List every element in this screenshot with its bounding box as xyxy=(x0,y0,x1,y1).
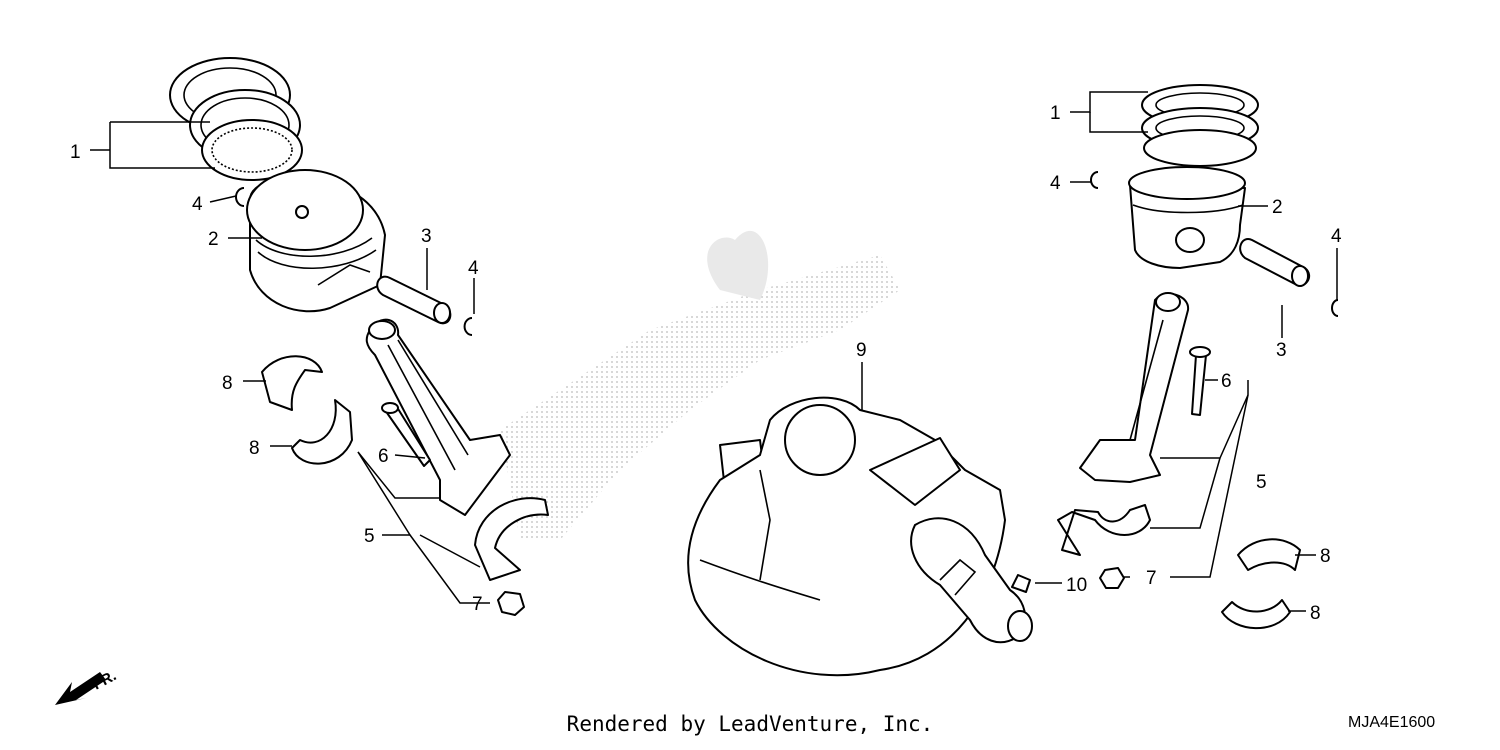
left-piston-rings xyxy=(169,57,303,181)
callout-right-bolt: 6 xyxy=(1221,371,1232,392)
right-connecting-rod xyxy=(1079,292,1190,483)
left-rod-cap xyxy=(474,497,549,581)
crankshaft xyxy=(687,396,1033,677)
crankshaft-key xyxy=(1011,574,1031,593)
callout-left-clip-lower: 4 xyxy=(468,258,479,279)
callout-left-clip-upper: 4 xyxy=(192,194,203,215)
left-connecting-rod xyxy=(365,318,511,516)
right-rod-bolt xyxy=(1189,346,1211,416)
callout-right-nut: 7 xyxy=(1146,568,1157,589)
right-rod-nut xyxy=(1099,567,1125,589)
right-rod-cap xyxy=(1057,504,1151,556)
diagram-code: MJA4E1600 xyxy=(1348,714,1436,731)
right-bearing-lower xyxy=(1221,599,1291,630)
callout-left-rod: 5 xyxy=(364,526,375,547)
callout-crankshaft: 9 xyxy=(856,340,867,361)
callout-left-bolt: 6 xyxy=(378,446,389,467)
front-direction-marker: FR. xyxy=(55,667,119,705)
callout-left-bearing-upper: 8 xyxy=(222,373,233,394)
right-clip-front xyxy=(1090,171,1099,189)
credit-line: Rendered by LeadVenture, Inc. xyxy=(566,712,934,736)
leader-lines xyxy=(90,91,1338,612)
callout-key: 10 xyxy=(1066,575,1087,596)
callout-right-clip-back: 4 xyxy=(1331,226,1342,247)
left-clip-upper xyxy=(235,187,245,207)
callout-left-bearing-lower: 8 xyxy=(249,438,260,459)
left-bearing-lower xyxy=(291,399,353,465)
left-bearing-upper xyxy=(261,355,323,411)
callout-left-piston: 2 xyxy=(208,229,219,250)
callout-right-clip-front: 4 xyxy=(1050,173,1061,194)
right-clip-back xyxy=(1331,299,1339,317)
right-piston-rings xyxy=(1141,84,1259,167)
callout-right-bearing-lower: 8 xyxy=(1310,603,1321,624)
callout-right-bearing-upper: 8 xyxy=(1320,546,1331,567)
callouts: 1 4 2 3 4 8 8 6 5 7 9 10 1 4 2 4 3 6 5 7… xyxy=(70,103,1342,624)
callout-right-pin: 3 xyxy=(1276,340,1287,361)
left-piston xyxy=(246,169,386,313)
callout-left-pin: 3 xyxy=(421,226,432,247)
callout-left-nut: 7 xyxy=(472,594,483,615)
left-clip-lower xyxy=(463,317,473,336)
right-bearing-upper xyxy=(1237,538,1301,571)
left-rod-bolt xyxy=(381,402,431,467)
right-piston xyxy=(1128,166,1246,269)
callout-right-rod: 5 xyxy=(1256,472,1267,493)
left-piston-pin xyxy=(376,275,452,325)
front-marker-label: FR. xyxy=(90,667,119,693)
callout-left-rings: 1 xyxy=(70,142,81,163)
callout-right-rings: 1 xyxy=(1050,103,1061,124)
right-piston-pin xyxy=(1239,238,1311,287)
left-rod-nut xyxy=(497,591,525,616)
callout-right-piston: 2 xyxy=(1272,197,1283,218)
watermark-wing xyxy=(500,230,900,540)
